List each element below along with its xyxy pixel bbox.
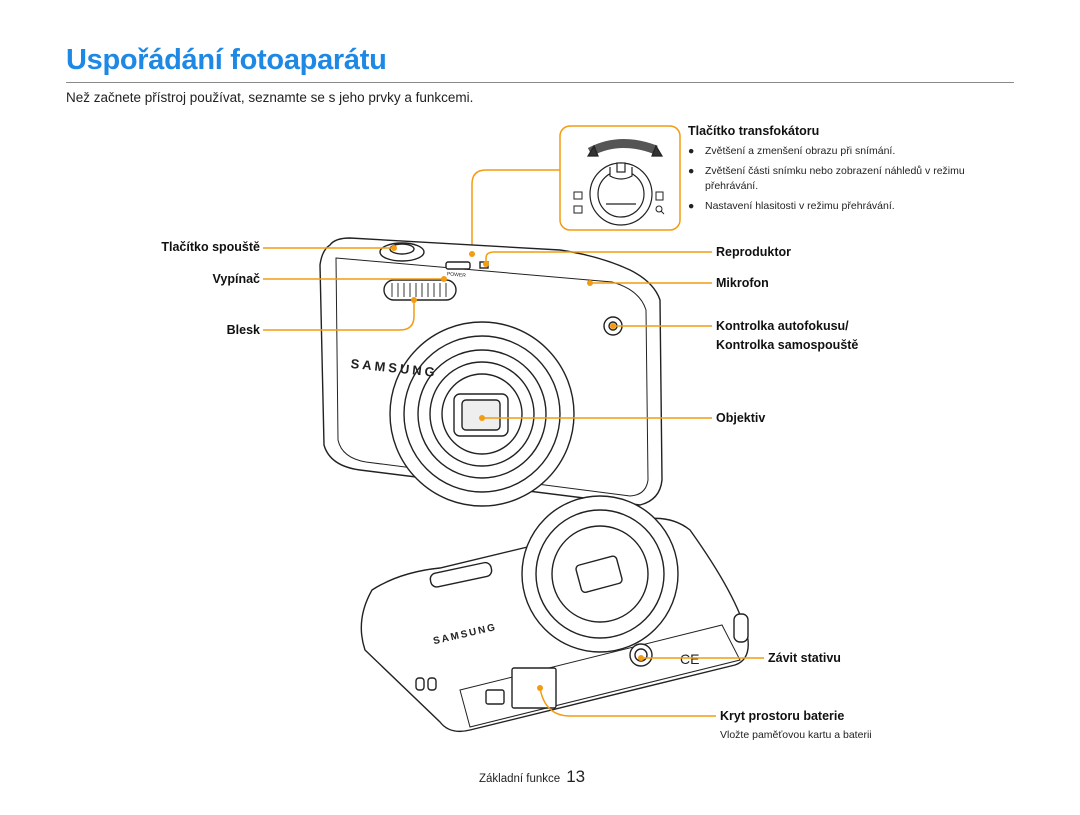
label-power: Vypínač — [212, 272, 260, 286]
label-zoom-button: Tlačítko transfokátoru — [688, 124, 820, 138]
callout-speaker — [485, 251, 712, 264]
intro-text: Než začnete přístroj používat, seznamte … — [66, 90, 474, 105]
label-shutter: Tlačítko spouště — [161, 240, 260, 254]
ce-mark: CE — [680, 651, 699, 667]
page-title: Uspořádání fotoaparátu — [66, 44, 387, 76]
zoom-inset — [559, 125, 681, 231]
callout-lines — [263, 247, 764, 717]
zoom-bullet-2: ●Zvětšení části snímku nebo zobrazení ná… — [688, 165, 965, 192]
zoom-bullet-3: ●Nastavení hlasitosti v režimu přehráván… — [688, 200, 895, 212]
callout-battery — [539, 687, 716, 717]
label-speaker: Reproduktor — [716, 245, 791, 259]
camera-bottom — [360, 495, 749, 733]
label-flash: Blesk — [226, 323, 260, 337]
label-tripod: Závit stativu — [768, 651, 841, 665]
zoom-callout-line — [471, 169, 560, 254]
label-microphone: Mikrofon — [716, 276, 769, 290]
footer-section: Základní funkce — [479, 773, 561, 785]
zoom-bullet-1: ●Zvětšení a zmenšení obrazu při snímání. — [688, 145, 896, 157]
callout-dots — [391, 245, 644, 691]
label-battery: Kryt prostoru baterie — [720, 709, 845, 723]
zoom-lever-illustration — [573, 138, 665, 226]
title-rule — [66, 82, 1014, 83]
callout-flash — [263, 300, 415, 331]
zoom-arrow-band — [587, 138, 658, 157]
label-lens: Objektiv — [716, 411, 766, 425]
label-af-lamp-2: Kontrolka samospouště — [716, 338, 859, 352]
page-number: 13 — [566, 767, 586, 786]
battery-note: Vložte paměťovou kartu a baterii — [720, 729, 872, 741]
footer: Základní funkce 13 — [479, 767, 585, 787]
power-mark: POWER — [447, 271, 467, 279]
label-af-lamp-1: Kontrolka autofokusu/ — [716, 319, 849, 333]
